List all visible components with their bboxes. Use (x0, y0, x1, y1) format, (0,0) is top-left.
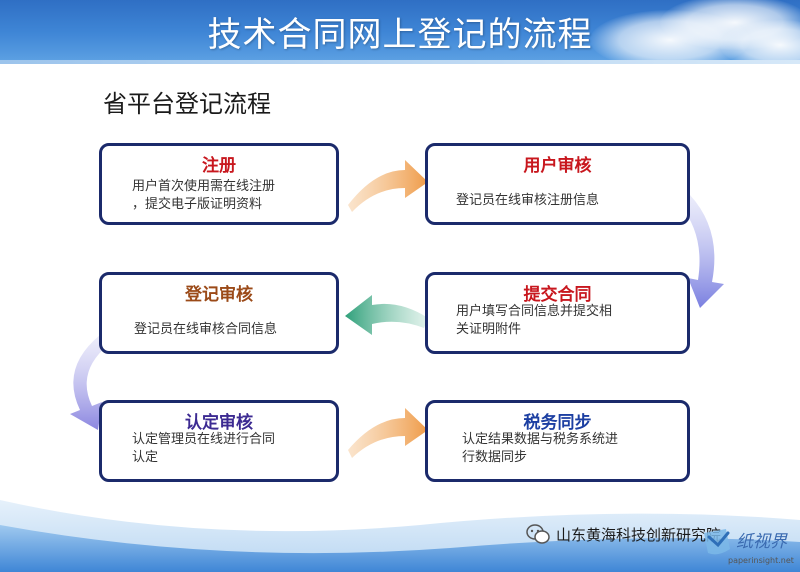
step-box-tax-sync: 税务同步 认定结果数据与税务系统进 行数据同步 (425, 400, 690, 482)
paperinsight-logo-icon (704, 529, 730, 555)
step-desc-cert-line2: 认定 (132, 450, 159, 465)
header-banner: 技术合同网上登记的流程 (0, 0, 800, 60)
arrow-cert-to-tax (348, 408, 428, 458)
footer-organization: 山东黄海科技创新研究院 (556, 526, 722, 544)
step-desc-submit-line1: 用户填写合同信息并提交相 (456, 304, 613, 319)
step-box-register-review: 登记审核 登记员在线审核合同信息 (99, 272, 339, 354)
section-subtitle: 省平台登记流程 (103, 90, 271, 118)
step-desc-register-line2: ，提交电子版证明资料 (132, 197, 263, 212)
step-desc-tax-line2: 行数据同步 (462, 450, 528, 465)
step-title-user-review: 用户审核 (523, 156, 592, 176)
bottom-wave-decoration (0, 500, 800, 572)
step-desc-register-line1: 用户首次使用需在线注册 (132, 179, 276, 194)
step-title-register: 注册 (202, 156, 236, 176)
step-box-cert-review: 认定审核 认定管理员在线进行合同 认定 (99, 400, 339, 482)
arrow-submit-to-register-review (345, 295, 428, 335)
logo-url: paperinsight.net (728, 556, 794, 565)
step-desc-user-review-line1: 登记员在线审核注册信息 (456, 193, 600, 208)
wechat-icon (526, 524, 550, 544)
step-title-cert-review: 认定审核 (185, 413, 253, 433)
arrow-register-review-to-cert (70, 335, 108, 430)
step-box-user-review: 用户审核 登记员在线审核注册信息 (425, 143, 690, 225)
step-desc-submit-line2: 关证明附件 (456, 322, 522, 337)
step-desc-register-review-line1: 登记员在线审核合同信息 (134, 322, 278, 337)
logo-text: 纸视界 (736, 532, 787, 552)
step-box-register: 注册 用户首次使用需在线注册 ，提交电子版证明资料 (99, 143, 339, 225)
step-box-submit-contract: 提交合同 用户填写合同信息并提交相 关证明附件 (425, 272, 690, 354)
arrow-register-to-user-review (348, 160, 428, 212)
page-title: 技术合同网上登记的流程 (207, 15, 593, 55)
step-title-register-review: 登记审核 (185, 285, 253, 305)
step-title-tax-sync: 税务同步 (523, 413, 592, 433)
header-divider (0, 60, 800, 64)
step-desc-cert-line1: 认定管理员在线进行合同 (132, 432, 276, 447)
step-desc-tax-line1: 认定结果数据与税务系统进 (462, 432, 619, 447)
arrow-user-review-to-submit (680, 195, 724, 308)
step-title-submit-contract: 提交合同 (523, 285, 592, 305)
